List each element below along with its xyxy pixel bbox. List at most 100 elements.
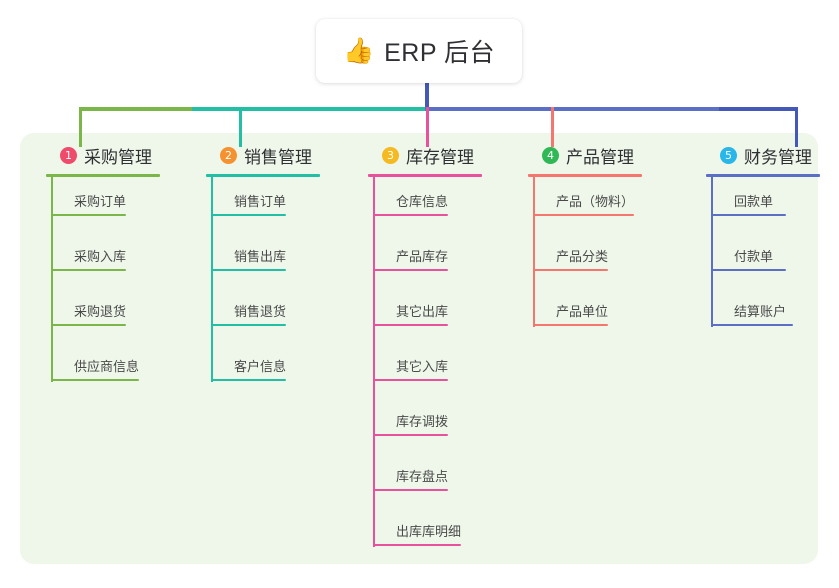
- list-item-label: 库存调拨: [396, 414, 449, 429]
- list-item-underline: [711, 269, 786, 271]
- list-item-underline: [533, 324, 608, 326]
- list-item-label: 仓库信息: [396, 194, 449, 209]
- column-采购管理: 1 采购管理采购订单采购入库采购退货供应商信息: [40, 143, 160, 382]
- column-header-4[interactable]: 4 产品管理: [522, 143, 642, 167]
- connector-bus-green: [79, 107, 194, 111]
- list-item[interactable]: 产品（物料）: [533, 191, 634, 216]
- list-item-underline: [51, 324, 126, 326]
- list-item-label: 产品库存: [396, 249, 449, 264]
- column-title: 财务管理: [744, 147, 812, 167]
- list-item[interactable]: 库存调拨: [373, 411, 448, 436]
- root-node-title: ERP 后台: [384, 39, 496, 67]
- list-item-label: 客户信息: [234, 359, 287, 374]
- list-item-underline: [211, 214, 286, 216]
- list-item-label: 结算账户: [734, 304, 787, 319]
- column-title: 产品管理: [566, 147, 634, 167]
- list-item-label: 产品（物料）: [556, 194, 635, 209]
- column-items: 采购订单采购入库采购退货供应商信息: [40, 177, 160, 382]
- list-item-label: 付款单: [734, 249, 774, 264]
- list-item-label: 销售退货: [234, 304, 287, 319]
- list-item-underline: [533, 214, 634, 216]
- column-header-3[interactable]: 3 库存管理: [362, 143, 482, 167]
- list-item[interactable]: 采购入库: [51, 246, 126, 271]
- list-item[interactable]: 采购订单: [51, 191, 126, 216]
- list-item-underline: [211, 324, 286, 326]
- column-header-underline: [368, 174, 482, 177]
- connector-drop-col5: [795, 107, 798, 147]
- column-title: 库存管理: [406, 147, 474, 167]
- list-item[interactable]: 产品分类: [533, 246, 608, 271]
- list-item[interactable]: 回款单: [711, 191, 786, 216]
- list-item-underline: [373, 324, 448, 326]
- list-item-underline: [373, 214, 448, 216]
- column-trunk-line: [211, 177, 213, 382]
- list-item-underline: [373, 379, 448, 381]
- list-item[interactable]: 其它出库: [373, 301, 448, 326]
- list-item-label: 产品分类: [556, 249, 609, 264]
- column-库存管理: 3 库存管理仓库信息产品库存其它出库其它入库库存调拨库存盘点出库库明细: [362, 143, 482, 547]
- list-item-underline: [373, 544, 461, 546]
- column-title: 销售管理: [244, 147, 312, 167]
- list-item[interactable]: 采购退货: [51, 301, 126, 326]
- column-产品管理: 4 产品管理产品（物料） 产品分类产品单位: [522, 143, 642, 327]
- list-item-label: 其它出库: [396, 304, 449, 319]
- list-item[interactable]: 结算账户: [711, 301, 793, 326]
- badge-number-icon: 4: [542, 146, 559, 164]
- badge-number-icon: 2: [220, 146, 237, 164]
- column-销售管理: 2 销售管理销售订单销售出库销售退货客户信息: [200, 143, 320, 382]
- column-trunk-line: [373, 177, 375, 547]
- list-item-underline: [51, 214, 126, 216]
- column-header-5[interactable]: 5 财务管理: [700, 143, 820, 167]
- connector-drop-col3: [426, 107, 429, 147]
- connector-bus-blue: [425, 107, 721, 111]
- list-item[interactable]: 销售订单: [211, 191, 286, 216]
- list-item-underline: [711, 214, 786, 216]
- connector-bus-teal: [192, 107, 427, 111]
- column-title: 采购管理: [84, 147, 152, 167]
- diagram-panel: [20, 133, 818, 564]
- list-item-label: 销售出库: [234, 249, 287, 264]
- column-trunk-line: [711, 177, 713, 327]
- column-header-underline: [528, 174, 642, 177]
- list-item[interactable]: 仓库信息: [373, 191, 448, 216]
- list-item-label: 库存盘点: [396, 469, 449, 484]
- list-item[interactable]: 库存盘点: [373, 466, 448, 491]
- root-node-erp-backend[interactable]: 👍 ERP 后台: [316, 19, 522, 83]
- list-item-underline: [373, 269, 448, 271]
- list-item-label: 供应商信息: [74, 359, 140, 374]
- connector-bus-blue-right: [719, 107, 798, 111]
- list-item-label: 采购入库: [74, 249, 127, 264]
- list-item[interactable]: 产品库存: [373, 246, 448, 271]
- badge-number-icon: 5: [720, 146, 737, 164]
- list-item[interactable]: 销售出库: [211, 246, 286, 271]
- list-item[interactable]: 出库库明细: [373, 521, 461, 546]
- list-item[interactable]: 供应商信息: [51, 356, 139, 381]
- column-header-underline: [46, 174, 160, 177]
- column-trunk-line: [533, 177, 535, 327]
- list-item[interactable]: 其它入库: [373, 356, 448, 381]
- badge-number-icon: 3: [382, 146, 399, 164]
- list-item-underline: [51, 379, 139, 381]
- list-item-underline: [373, 434, 448, 436]
- list-item-label: 采购退货: [74, 304, 127, 319]
- column-header-1[interactable]: 1 采购管理: [40, 143, 160, 167]
- list-item-label: 产品单位: [556, 304, 609, 319]
- list-item-underline: [211, 379, 286, 381]
- column-items: 销售订单销售出库销售退货客户信息: [200, 177, 320, 382]
- list-item-label: 采购订单: [74, 194, 127, 209]
- list-item-label: 其它入库: [396, 359, 449, 374]
- column-header-underline: [206, 174, 320, 177]
- connector-drop-col1: [79, 107, 82, 147]
- list-item[interactable]: 客户信息: [211, 356, 286, 381]
- list-item[interactable]: 付款单: [711, 246, 786, 271]
- list-item[interactable]: 销售退货: [211, 301, 286, 326]
- column-items: 产品（物料） 产品分类产品单位: [522, 177, 642, 327]
- column-trunk-line: [51, 177, 53, 382]
- list-item-label: 销售订单: [234, 194, 287, 209]
- list-item[interactable]: 产品单位: [533, 301, 608, 326]
- list-item-underline: [373, 489, 448, 491]
- list-item-underline: [51, 269, 126, 271]
- list-item-underline: [211, 269, 286, 271]
- badge-number-icon: 1: [60, 146, 77, 164]
- column-header-2[interactable]: 2 销售管理: [200, 143, 320, 167]
